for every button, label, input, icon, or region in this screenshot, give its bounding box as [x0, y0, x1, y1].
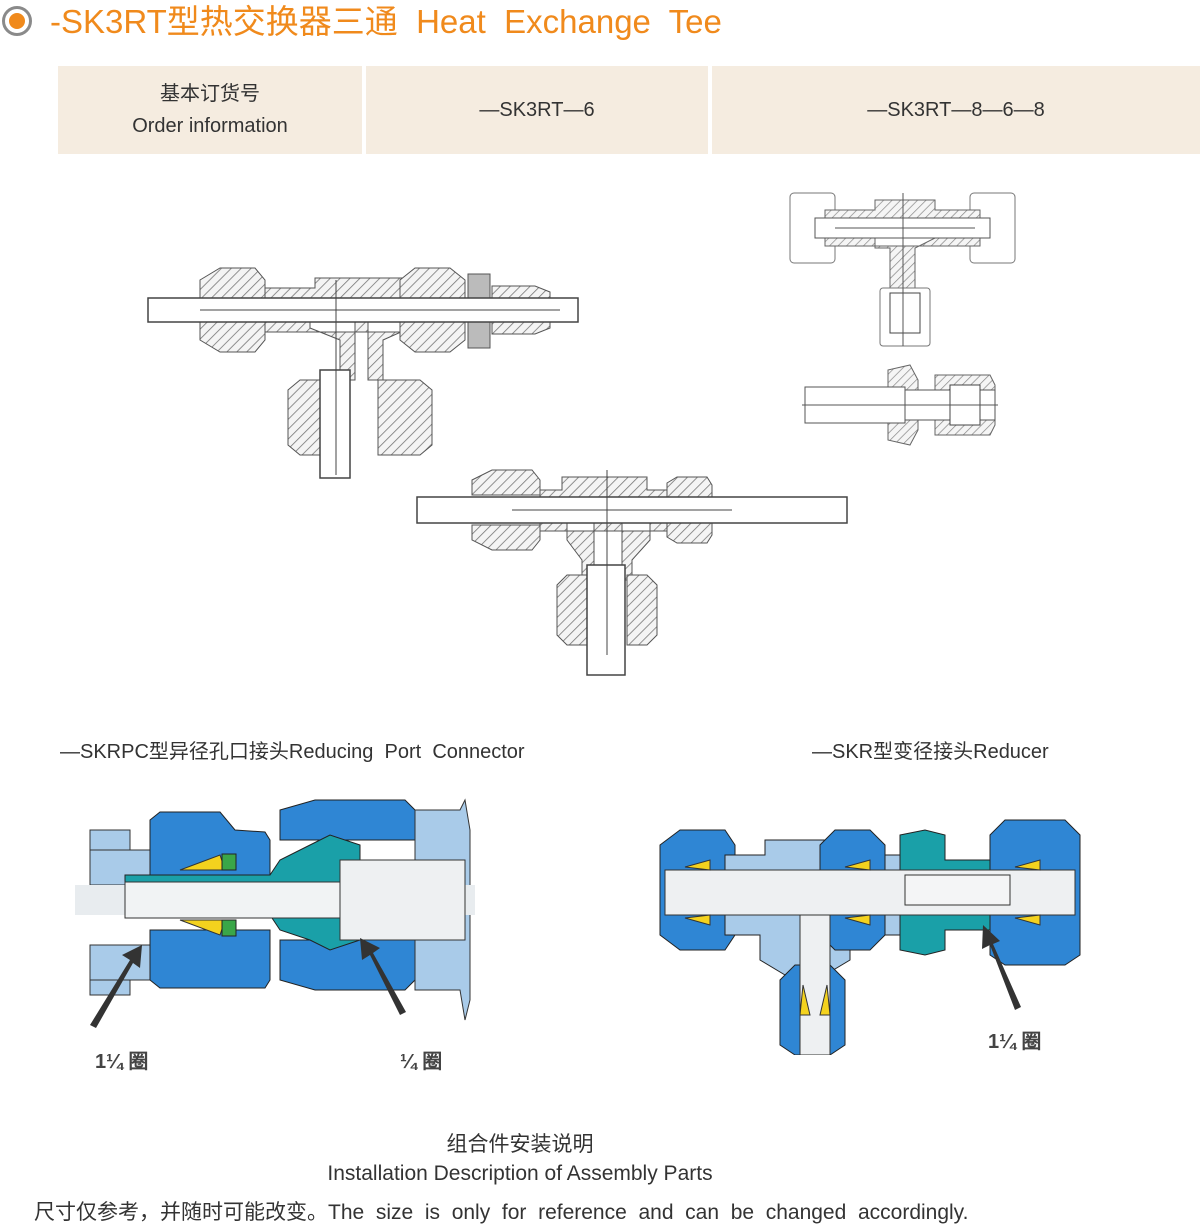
assembly-description-cn: 组合件安装说明: [446, 1133, 594, 1156]
reducing-port-connector-assembly-diagram: [75, 798, 475, 1028]
caption-reducing-port-connector: —SKRPC型异径孔口接头Reducing Port Connector: [60, 741, 525, 763]
assembly-description-en: Installation Description of Assembly Par…: [327, 1162, 713, 1185]
heat-exchange-tee-drawing-bottom: [416, 469, 848, 676]
page-title: -SK3RT型热交换器三通 Heat Exchange Tee: [50, 3, 722, 40]
order-information-table: 基本订货号 Order information —SK3RT—6 —SK3RT—…: [58, 66, 1200, 154]
order-code: —SK3RT—6: [479, 98, 595, 121]
reducer-tee-assembly-diagram: [659, 819, 1081, 1055]
connector-drawing-small: [802, 364, 998, 446]
order-cell-sk3rt-8-6-8: —SK3RT—8—6—8: [712, 66, 1200, 154]
order-header-en: Order information: [132, 115, 288, 137]
heat-exchange-tee-drawing-large: [147, 267, 579, 479]
orange-circle-bullet-icon: [2, 6, 32, 36]
order-header-cell: 基本订货号 Order information: [58, 66, 362, 154]
turn-label-1-1-4-reducer: 1¼ 圈: [988, 1031, 1042, 1053]
turn-label-1-1-4: 1¼ 圈: [95, 1051, 149, 1073]
order-cell-sk3rt-6: —SK3RT—6: [366, 66, 708, 154]
size-disclaimer: 尺寸仅参考，并随时可能改变。The size is only for refer…: [34, 1201, 969, 1224]
turn-label-1-4: ¼ 圈: [400, 1051, 443, 1073]
order-code: —SK3RT—8—6—8: [867, 98, 1045, 121]
caption-reducer: —SKR型变径接头Reducer: [812, 741, 1049, 763]
page-header: -SK3RT型热交换器三通 Heat Exchange Tee: [0, 0, 1200, 50]
order-header-cn: 基本订货号: [160, 83, 260, 105]
tee-drawing-small: [789, 192, 1016, 347]
